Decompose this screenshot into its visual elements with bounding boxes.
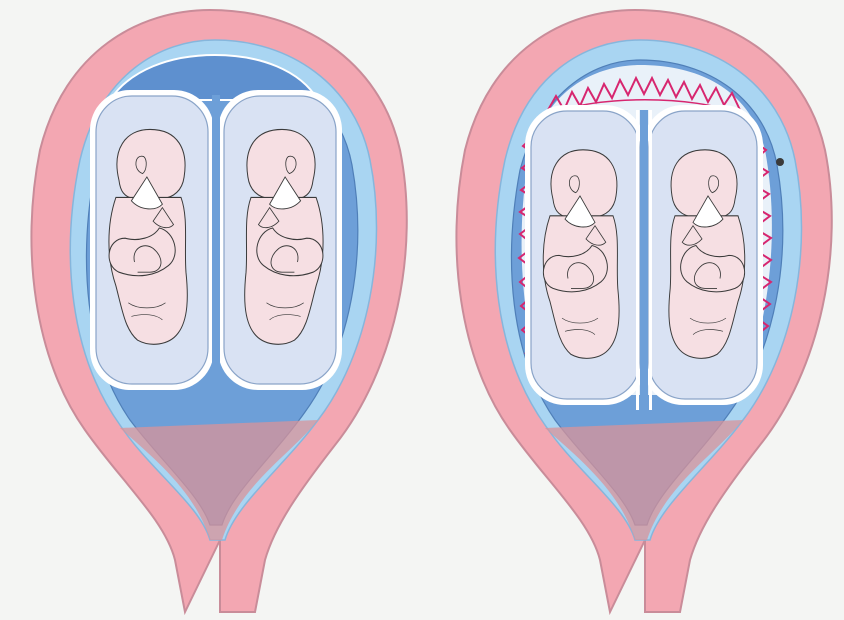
left-uterus <box>31 10 406 612</box>
marker-dot <box>776 158 784 166</box>
right-septum <box>640 110 648 410</box>
left-septum <box>212 95 220 395</box>
right-uterus <box>456 10 831 612</box>
